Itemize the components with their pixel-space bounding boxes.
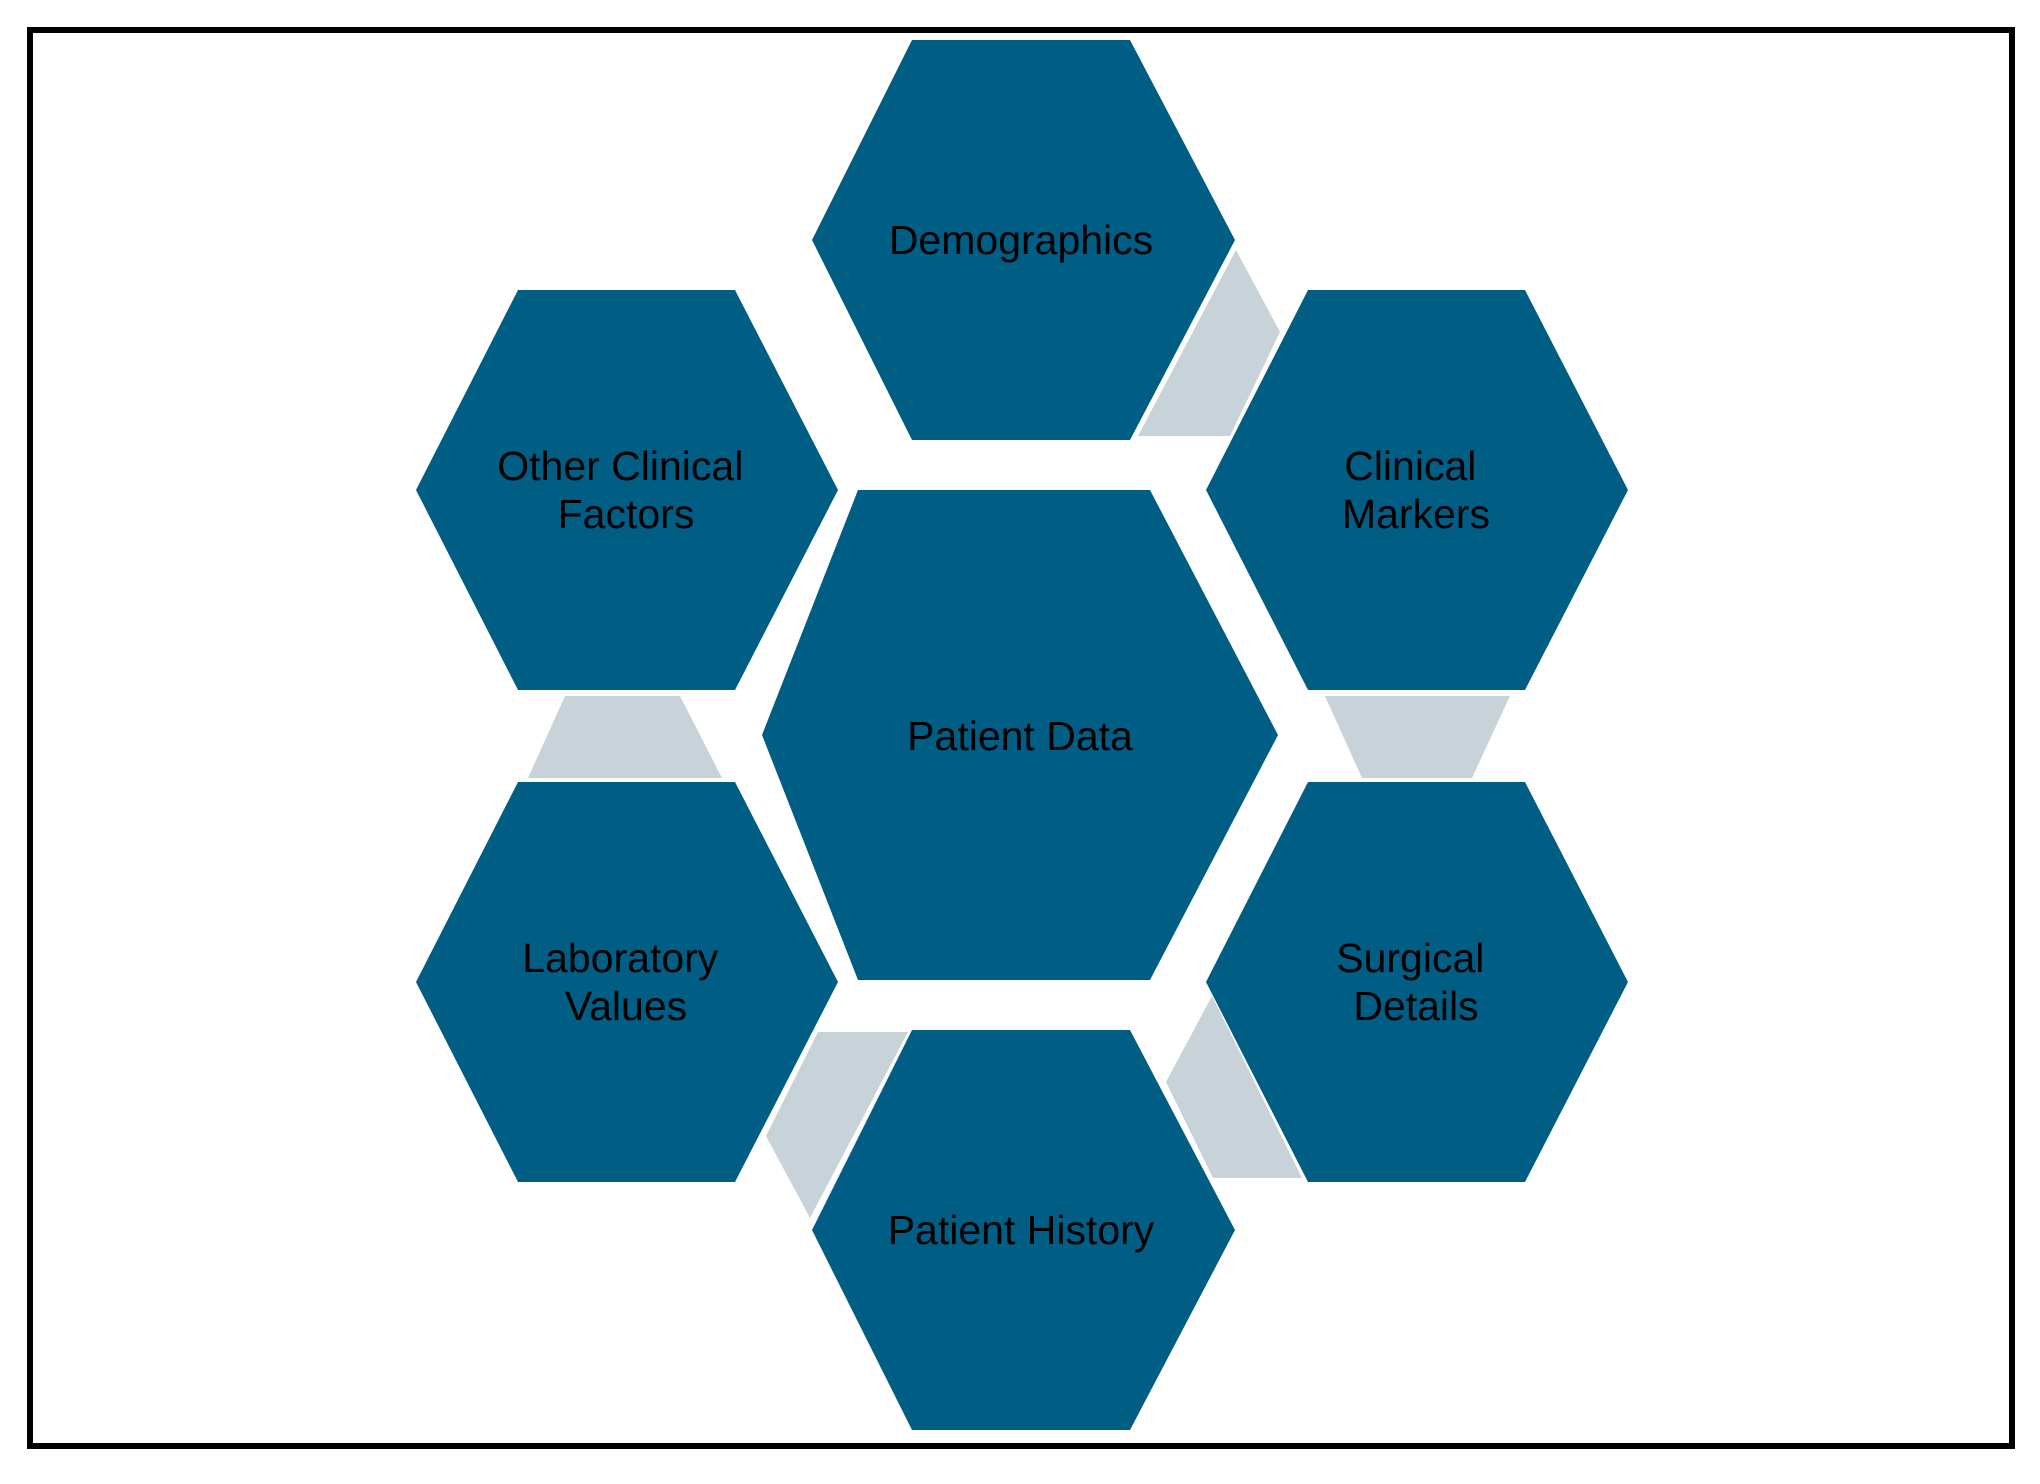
center-label-line: Patient Data — [907, 713, 1133, 759]
node-hexagon-laboratory-values — [416, 782, 838, 1182]
node-label-line: Patient History — [888, 1207, 1155, 1253]
node-hexagon-patient-history — [812, 1030, 1235, 1430]
node-label-clinical-markers: Clinical Markers — [1342, 443, 1490, 537]
node-label-surgical-details: Surgical Details — [1336, 935, 1496, 1029]
node-hexagon-demographics — [812, 40, 1235, 440]
node-label-line: Markers — [1342, 491, 1490, 537]
connector-surgical-details-patient-history — [1166, 996, 1302, 1178]
connectors — [528, 250, 1510, 1218]
node-label-patient-history: Patient History — [888, 1207, 1155, 1253]
node-label-line: Clinical — [1344, 443, 1476, 489]
node-label-line: Factors — [558, 491, 695, 537]
node-label-line: Demographics — [889, 217, 1153, 263]
node-hexagon-surgical-details — [1206, 782, 1628, 1182]
connector-patient-history-laboratory-values — [766, 1032, 908, 1218]
node-label-other-clinical-factors: Other Clinical Factors — [497, 443, 755, 537]
node-label-line: Surgical — [1336, 935, 1484, 981]
node-label-line: Laboratory — [522, 935, 719, 981]
hexagons — [416, 40, 1628, 1430]
node-label-demographics: Demographics — [889, 217, 1153, 263]
connector-clinical-markers-surgical-details — [1325, 696, 1510, 778]
node-label-line: Details — [1353, 983, 1478, 1029]
connector-laboratory-values-other-factors — [528, 696, 722, 778]
node-label-line: Other Clinical — [497, 443, 743, 489]
node-label-line: Values — [565, 983, 687, 1029]
connector-demographics-clinical-markers — [1138, 250, 1280, 436]
labels: Patient Data Demographics Clinical Marke… — [497, 217, 1496, 1253]
node-label-laboratory-values: Laboratory Values — [522, 935, 729, 1029]
node-hexagon-other-clinical-factors — [416, 290, 838, 690]
center-label: Patient Data — [907, 713, 1133, 759]
node-hexagon-clinical-markers — [1206, 290, 1628, 690]
center-hexagon — [762, 490, 1278, 980]
